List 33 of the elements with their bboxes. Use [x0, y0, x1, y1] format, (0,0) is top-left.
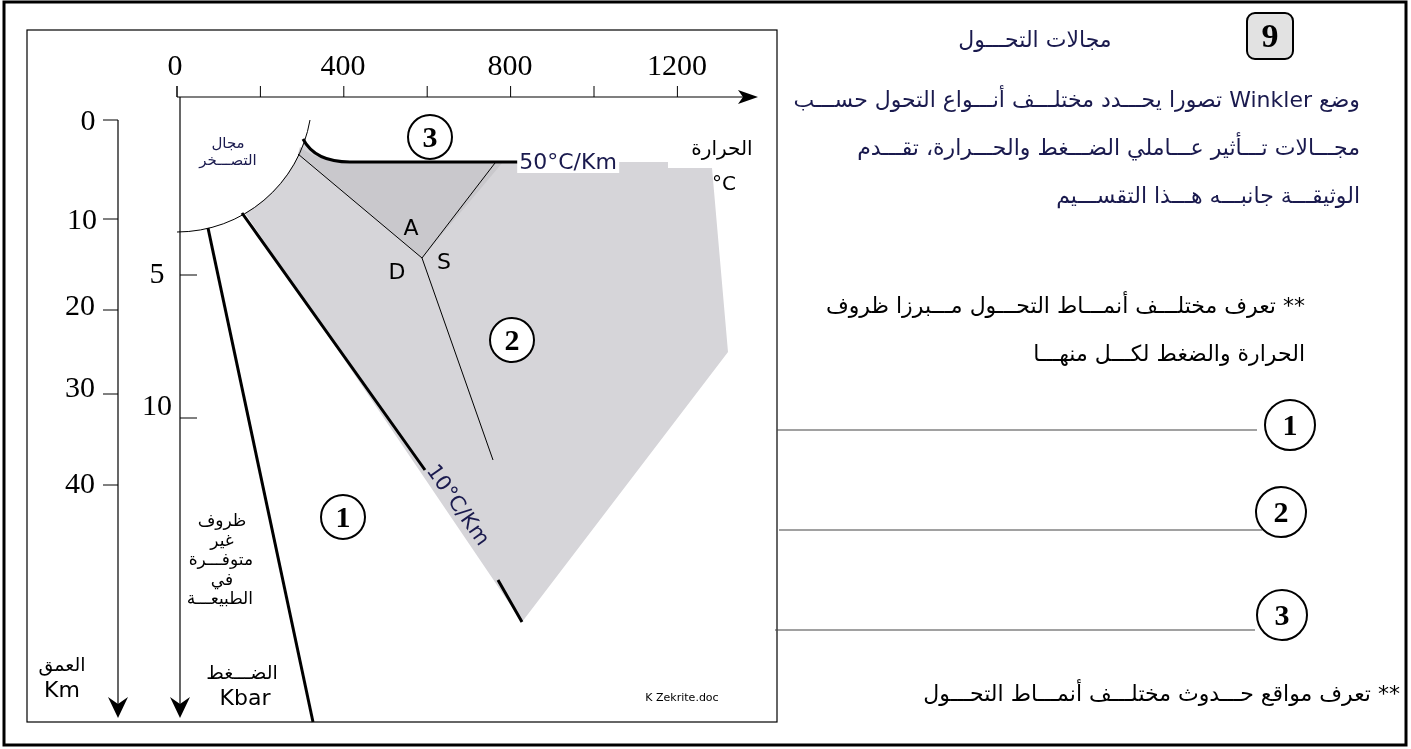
- tick-label: 1200: [647, 50, 707, 80]
- axis-label: العمق: [38, 654, 86, 674]
- unit-label: °C: [712, 173, 736, 193]
- title: مجالات التحـــول: [958, 29, 1112, 51]
- tick-label: 0: [167, 50, 183, 80]
- number-circle: 2: [1255, 486, 1307, 538]
- tick-label: 5: [149, 258, 165, 288]
- instruction-text: وضع Winkler تصورا يحـــدد مختلـــف أنـــواع التحول حســـب مجـــالات تـــأثير عـــاملي الضـــغط والحـــرارة، تقـــدم الوثيقـــة جانبـــه هـــذا التقســـيم: [792, 84, 1360, 211]
- unit-label: Kbar: [219, 687, 271, 709]
- axis-label: الضـــغط: [206, 662, 278, 682]
- unit-label: Km: [44, 679, 80, 701]
- facies-letter: D: [388, 261, 406, 283]
- question-text: ** تعرف مختلـــف أنمـــاط التحـــول مـــبرزا ظروف الحرارة والضغط لكـــل منهـــا: [824, 290, 1305, 368]
- region-label: مجال التصـــخر: [197, 134, 258, 170]
- tick-label: 30: [65, 372, 95, 402]
- question-text: ** تعرف مواقع حـــدوث مختلـــف أنمـــاط التحـــول: [922, 678, 1400, 708]
- number-circle: 1: [1264, 399, 1316, 451]
- tick-label: 800: [487, 50, 533, 80]
- facies-letter: S: [437, 251, 451, 273]
- tick-label: 40: [65, 468, 95, 498]
- tick-label: 0: [80, 105, 96, 135]
- facies-letter: A: [403, 217, 419, 239]
- tick-label: 10: [67, 204, 97, 234]
- axis-label: الحرارة: [691, 138, 753, 158]
- exercise-number-box: 9: [1246, 12, 1294, 60]
- number-circle: 1: [320, 494, 366, 540]
- tick-label: 10: [142, 390, 172, 420]
- number-circle: 3: [1256, 589, 1308, 641]
- tick-label: 20: [65, 290, 95, 320]
- file-name-label: K Zekrite.doc: [645, 691, 719, 703]
- gradient-label: 50°C/Km: [517, 151, 619, 173]
- number-circle: 3: [407, 114, 453, 160]
- tick-label: 400: [320, 50, 366, 80]
